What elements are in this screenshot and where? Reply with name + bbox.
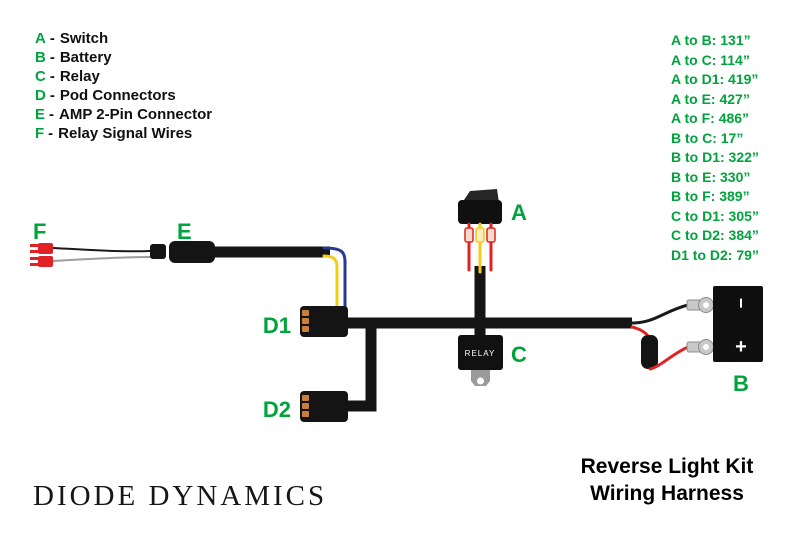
legend-letter: F (35, 125, 45, 142)
crimp-connector (464, 227, 474, 243)
kit-title: Reverse Light Kit Wiring Harness (538, 453, 796, 507)
label-a: A (511, 200, 527, 225)
legend-label: Switch (59, 30, 109, 47)
harness-d1-to-d2 (348, 323, 377, 412)
measurement-item: B to D1: 322” (671, 149, 759, 165)
legend-label: Relay Signal Wires (58, 125, 193, 142)
legend-separator: - (49, 87, 55, 104)
pod-connector-d1 (300, 306, 348, 337)
measurement-item: A to E: 427” (671, 90, 750, 107)
brand-logo: DIODE DYNAMICS (33, 480, 328, 512)
legend-item: B-Battery (35, 48, 212, 67)
amp-connector (150, 241, 215, 263)
measurements-list: A to B: 131” A to C: 114” A to D1: 419” … (671, 31, 759, 265)
legend-item: C-Relay (35, 67, 212, 86)
crimp-connector (486, 227, 496, 243)
battery: − + (713, 286, 763, 362)
spade-terminal (30, 256, 53, 267)
label-d1: D1 (263, 313, 291, 338)
legend-letter: C (35, 68, 46, 85)
ring-terminal-positive (686, 339, 714, 355)
legend: A-Switch B-Battery C-Relay D-Pod Connect… (35, 29, 212, 143)
measurement-item: A to B: 131” (671, 32, 751, 48)
legend-letter: D (35, 87, 46, 104)
kit-title-line2: Wiring Harness (590, 482, 744, 505)
label-c: C (511, 342, 527, 367)
legend-separator: - (49, 106, 55, 123)
ring-terminal-negative (686, 297, 714, 313)
relay: RELAY (458, 335, 503, 386)
battery-negative-label: − (731, 298, 751, 309)
crimp-connector (475, 227, 485, 243)
legend-separator: - (49, 49, 55, 66)
legend-letter: B (35, 49, 46, 66)
spade-terminal (30, 243, 53, 254)
measurement-item: C to D1: 305” (671, 207, 759, 224)
positive-wire (648, 345, 690, 371)
fuse-holder (641, 335, 658, 369)
measurement-item: B to C: 17” (671, 129, 744, 146)
negative-wire (630, 303, 690, 325)
legend-item: F-Relay Signal Wires (35, 124, 212, 143)
relay-label: RELAY (465, 349, 496, 358)
legend-separator: - (48, 125, 54, 142)
blue-wire (322, 246, 347, 309)
legend-label: Pod Connectors (59, 87, 176, 104)
pod-connector-d2 (300, 391, 348, 422)
measurement-item: A to D1: 419” (671, 71, 759, 87)
legend-separator: - (49, 68, 55, 85)
label-f: F (33, 219, 46, 244)
label-e: E (177, 219, 192, 244)
measurement-item: B to E: 330” (671, 168, 751, 185)
switch (458, 189, 502, 224)
measurement-item: B to F: 389” (671, 188, 750, 204)
battery-positive-label: + (735, 336, 747, 358)
kit-title-line1: Reverse Light Kit (580, 455, 754, 478)
legend-letter: A (35, 30, 46, 47)
legend-item: A-Switch (35, 29, 212, 48)
label-d2: D2 (263, 397, 291, 422)
relay-signal-wires (30, 243, 151, 267)
legend-label: Relay (59, 68, 100, 85)
measurement-item: D1 to D2: 79” (671, 246, 759, 263)
measurement-item: A to C: 114” (671, 51, 750, 68)
legend-item: D-Pod Connectors (35, 86, 212, 105)
legend-letter: E (35, 106, 46, 123)
switch-wires (464, 222, 496, 274)
legend-label: Battery (59, 49, 112, 66)
legend-separator: - (49, 30, 55, 47)
measurement-item: C to D2: 384” (671, 227, 759, 243)
legend-item: E-AMP 2-Pin Connector (35, 105, 212, 124)
measurement-item: A to F: 486” (671, 110, 750, 126)
label-b: B (733, 371, 749, 396)
yellow-wire (322, 254, 339, 309)
legend-label: AMP 2-Pin Connector (59, 106, 213, 123)
